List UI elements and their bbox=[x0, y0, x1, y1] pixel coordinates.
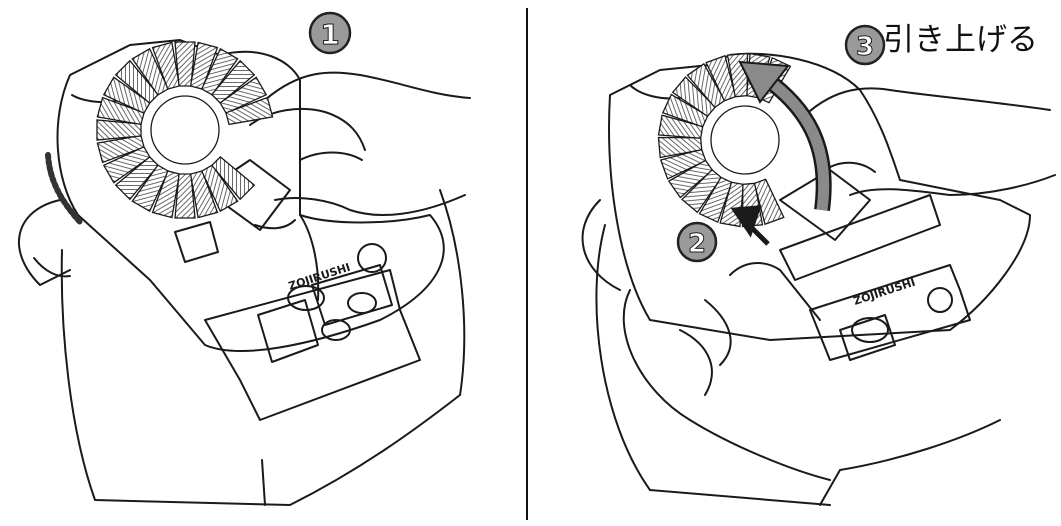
step1-number: 1 bbox=[320, 18, 339, 51]
upper-hand-outline bbox=[800, 88, 1050, 120]
step3-caption: 引き上げる bbox=[883, 14, 1038, 59]
step3-badge: 3 bbox=[846, 26, 884, 64]
step2-badge: 2 bbox=[678, 223, 716, 261]
lid-vents bbox=[97, 42, 273, 218]
step3-number: 3 bbox=[856, 32, 874, 62]
step1-illustration: ZOJIRUSHI 1 bbox=[0, 0, 525, 526]
pot-body-outline bbox=[596, 225, 830, 505]
pot-body-outline bbox=[62, 190, 465, 505]
lower-hand-outline bbox=[624, 290, 830, 480]
step2-number: 2 bbox=[688, 229, 706, 259]
hand-outline bbox=[265, 73, 470, 100]
lid-release-button bbox=[175, 222, 218, 262]
step2-3-illustration: ZOJIRUSHI 2 3 引き上げる bbox=[530, 0, 1061, 526]
brand-logo: ZOJIRUSHI bbox=[852, 276, 917, 308]
panel-divider bbox=[526, 8, 528, 520]
step1-badge: 1 bbox=[310, 13, 350, 53]
